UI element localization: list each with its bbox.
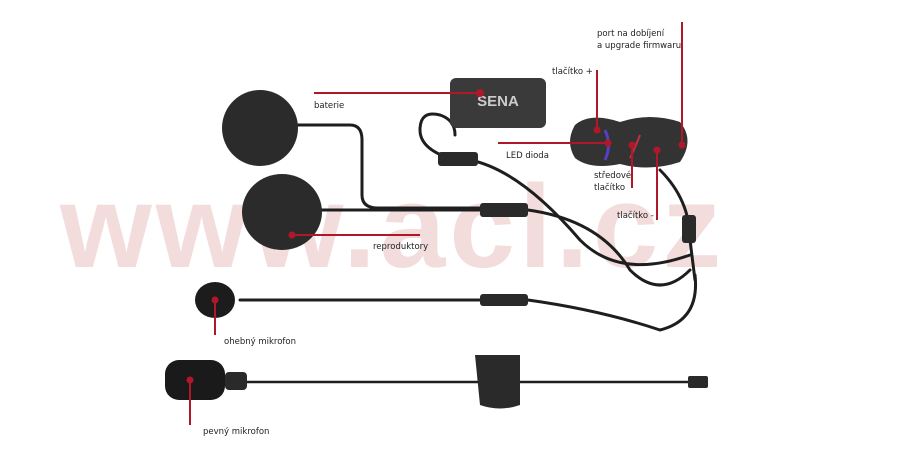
label-tlacitko-minus: tlačítko - bbox=[617, 211, 654, 221]
speaker-bottom bbox=[242, 174, 322, 250]
speaker-connector bbox=[480, 203, 528, 217]
mic-connector bbox=[480, 294, 528, 306]
boom-mic-neck bbox=[225, 372, 247, 390]
label-port-line1: port na dobíjení bbox=[597, 29, 665, 39]
label-baterie: baterie bbox=[314, 101, 345, 111]
red-accent-strip bbox=[629, 134, 641, 159]
callout-dot-reproduktory bbox=[288, 231, 296, 239]
callout-dot-pevny bbox=[186, 376, 194, 384]
label-pevny: pevný mikrofon bbox=[203, 427, 270, 437]
label-led: LED dioda bbox=[506, 151, 549, 161]
speaker-merge-cable bbox=[526, 208, 692, 287]
battery-pack bbox=[450, 78, 546, 128]
callout-dot-led bbox=[604, 139, 612, 147]
boom-mic-clamp bbox=[475, 355, 520, 409]
callout-dot-baterie bbox=[476, 89, 484, 97]
battery-connector bbox=[438, 152, 478, 166]
label-stredove: středové tlačítko bbox=[594, 170, 631, 194]
battery-cable bbox=[468, 158, 692, 267]
watermark-text: www.acl.cz bbox=[60, 161, 726, 293]
callout-dot-ohebny bbox=[211, 296, 219, 304]
callout-dot-port bbox=[678, 141, 686, 149]
callout-dot-minus bbox=[653, 146, 661, 154]
flex-mic-merge-cable bbox=[526, 273, 698, 332]
label-port: port na dobíjení a upgrade firmwaru bbox=[597, 28, 681, 52]
label-stredove-line1: středové bbox=[594, 171, 632, 181]
boom-mic-foam bbox=[165, 360, 225, 400]
label-reproduktory: reproduktory bbox=[373, 242, 429, 252]
speaker-top bbox=[222, 90, 298, 166]
boom-mic-end-connector bbox=[688, 376, 708, 388]
label-stredove-line2: tlačítko bbox=[594, 183, 626, 193]
brand-logo: SENA bbox=[477, 93, 519, 110]
callout-dot-plus bbox=[593, 126, 601, 134]
callout-dot-stredove bbox=[628, 141, 636, 149]
label-tlacitko-plus: tlačítko + bbox=[552, 67, 593, 77]
speaker-top-cable bbox=[293, 123, 482, 210]
inline-connector bbox=[682, 215, 696, 243]
label-ohebny: ohebný mikrofon bbox=[224, 337, 296, 347]
label-port-line2: a upgrade firmwaru bbox=[597, 41, 682, 51]
